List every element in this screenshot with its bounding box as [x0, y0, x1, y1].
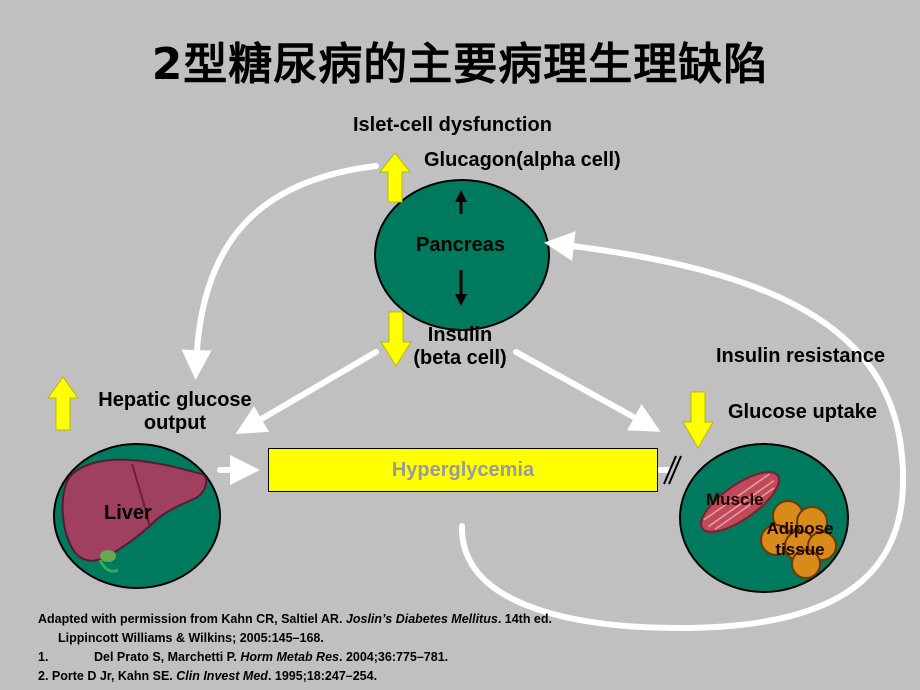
liver-illustration: [61, 458, 208, 573]
reference-2: 2. Porte D Jr, Kahn SE. Clin Invest Med.…: [38, 667, 552, 686]
reference-1-number: 1.: [38, 650, 49, 664]
hepatic-glucose-output-label: Hepatic glucose output: [82, 389, 268, 435]
insulin-down-icon: [380, 311, 412, 367]
reference-source-text: Adapted with permission from Kahn CR, Sa…: [38, 612, 346, 626]
insulin-resistance-label: Insulin resistance: [716, 345, 885, 367]
hepatic-label-line1: Hepatic glucose: [98, 389, 252, 411]
insulin-label-line1: Insulin: [427, 324, 493, 346]
insulin-label: Insulin (beta cell): [400, 324, 520, 370]
reference-source: Adapted with permission from Kahn CR, Sa…: [38, 610, 552, 629]
reference-1-details: . 2004;36:775–781.: [339, 650, 449, 664]
hepatic-output-up-icon: [47, 376, 79, 431]
insulin-to-liver-arrow: [235, 349, 379, 435]
reference-2-authors: 2. Porte D Jr, Kahn SE.: [38, 669, 177, 683]
reference-1-authors: Del Prato S, Marchetti P.: [94, 650, 241, 664]
glucagon-up-icon: [378, 152, 412, 203]
insulin-label-line2: (beta cell): [413, 347, 507, 369]
muscle-illustration: [700, 471, 780, 533]
yellow-indicator-arrows: [47, 152, 714, 450]
adipose-tissue-label: Adipose tissue: [752, 518, 848, 560]
reference-source-book: Joslin’s Diabetes Mellitus: [345, 612, 498, 626]
adipose-label-line2: tissue: [775, 540, 825, 559]
hyperglycemia-box: Hyperglycemia: [268, 448, 658, 492]
glucose-uptake-down-icon: [682, 391, 714, 450]
flow-arrows: [181, 163, 907, 632]
pancreas-label: Pancreas: [416, 234, 505, 256]
references: Adapted with permission from Kahn CR, Sa…: [38, 610, 552, 686]
hepatic-label-line2: output: [143, 412, 207, 434]
reference-publisher: Lippincott Williams & Wilkins; 2005:145–…: [58, 631, 324, 645]
islet-dysfunction-label: Islet-cell dysfunction: [353, 114, 552, 136]
page-title: 2型糖尿病的主要病理生理缺陷: [151, 39, 769, 90]
adipose-label-line1: Adipose: [766, 519, 834, 538]
muscle-label: Muscle: [706, 490, 764, 509]
reference-1-journal: Horm Metab Res: [240, 650, 339, 664]
blocked-uptake-icon: [663, 455, 682, 485]
glucose-uptake-label: Glucose uptake: [728, 401, 877, 423]
reference-2-details: . 1995;18:247–254.: [267, 669, 378, 683]
adipose-illustration: [760, 500, 837, 579]
feedback-loop-arrow: [458, 231, 907, 632]
reference-2-journal: Clin Invest Med: [176, 669, 268, 683]
reference-1: 1. Del Prato S, Marchetti P. Horm Metab R…: [38, 648, 552, 667]
pancreas-to-liver-arrow: [181, 163, 379, 380]
liver-label: Liver: [104, 502, 152, 524]
reference-source-edition: . 14th ed.: [497, 612, 552, 626]
glucagon-label: Glucagon(alpha cell): [424, 149, 621, 171]
insulin-to-muscle-arrow: [513, 349, 661, 432]
